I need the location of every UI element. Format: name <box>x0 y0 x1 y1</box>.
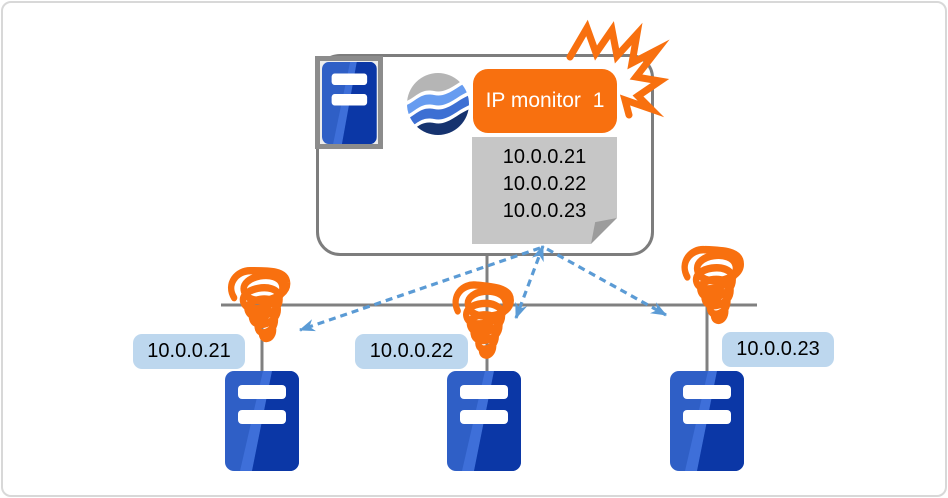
node-label-1: 10.0.0.21 <box>133 334 245 369</box>
ip-monitor-badge-number: 1 <box>592 89 605 112</box>
node-ip-text: 10.0.0.23 <box>736 338 820 360</box>
node-label-2: 10.0.0.22 <box>355 334 468 369</box>
watchlist-entry: 10.0.0.22 <box>502 173 587 195</box>
monitor-host-icon-box <box>315 56 383 149</box>
node-label-3: 10.0.0.23 <box>722 332 834 367</box>
ip-monitor-badge-label: IP monitor <box>485 89 581 112</box>
node-ip-text: 10.0.0.21 <box>147 340 231 362</box>
ip-watchlist-note: 10.0.0.21 10.0.0.22 10.0.0.23 <box>472 137 617 244</box>
watchlist-entry: 10.0.0.21 <box>502 146 587 168</box>
ip-watchlist: 10.0.0.21 10.0.0.22 10.0.0.23 <box>472 137 617 225</box>
ip-monitor-badge: IP monitor 1 <box>473 69 617 133</box>
badge-space <box>581 89 593 113</box>
node-ip-text: 10.0.0.22 <box>369 340 454 362</box>
watchlist-entry: 10.0.0.23 <box>502 200 587 222</box>
